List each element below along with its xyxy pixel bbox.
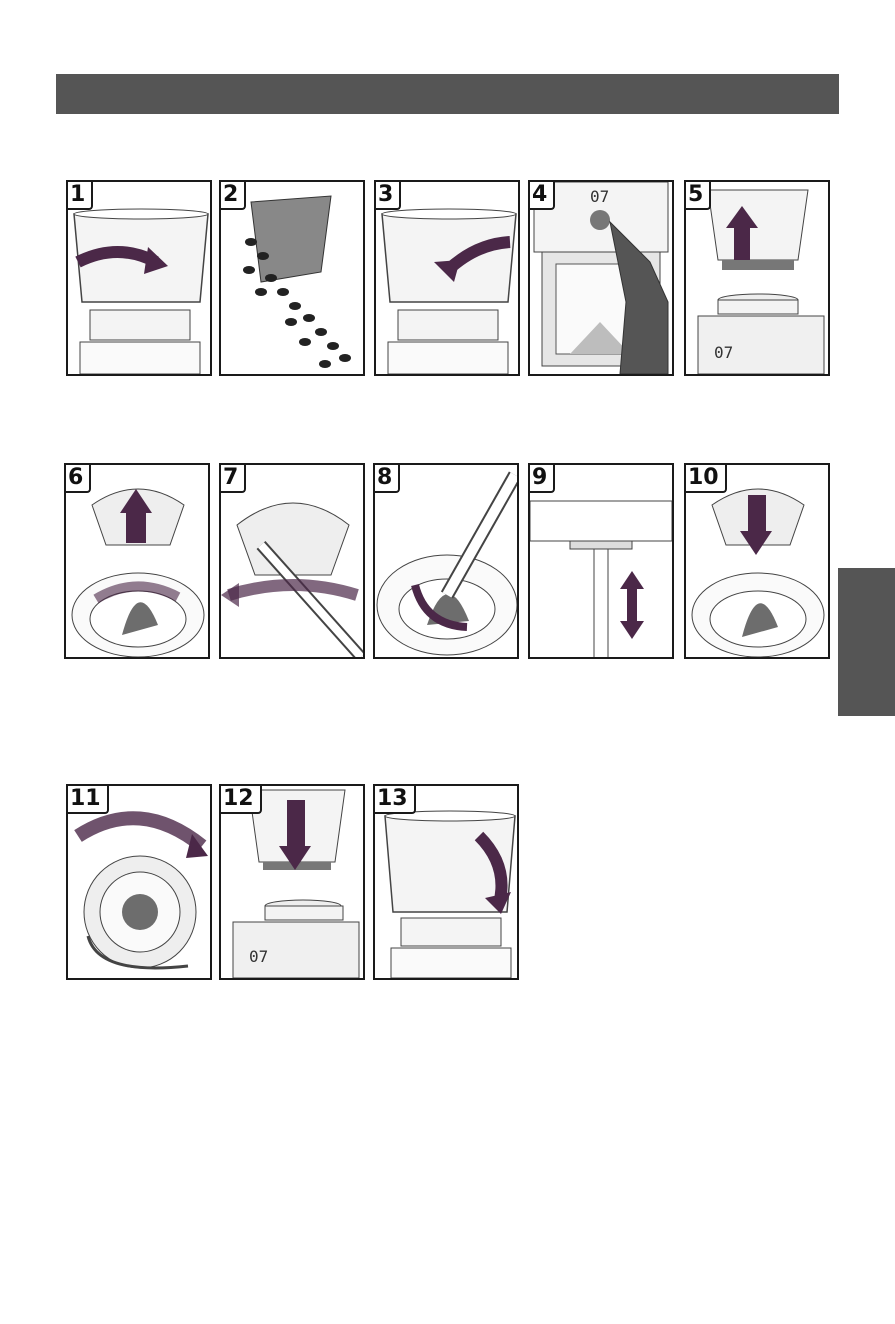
chute-clean-illustration: [530, 465, 672, 657]
step-number: 1: [66, 180, 93, 210]
pour-beans-illustration: [221, 182, 363, 374]
step-1-panel: 1: [66, 180, 212, 376]
svg-text:07: 07: [714, 343, 733, 362]
step-13-panel: 13: [373, 784, 519, 980]
hopper-rotate-unlock-illustration: [68, 182, 210, 374]
step-12-panel: 07 12: [219, 784, 365, 980]
step-4-panel: 07 4: [528, 180, 674, 376]
step-number: 8: [373, 463, 400, 493]
step-3-panel: 3: [374, 180, 520, 376]
step-9-panel: 9: [528, 463, 674, 659]
step-10-panel: 10: [684, 463, 830, 659]
press-button-illustration: 07: [530, 182, 672, 374]
brush-burr-illustration: [375, 465, 517, 657]
lift-burr-ring-illustration: [66, 465, 208, 657]
hopper-rotate-lock-illustration: [376, 182, 518, 374]
step-11-panel: 11: [66, 784, 212, 980]
svg-text:07: 07: [249, 947, 268, 966]
svg-text:07: 07: [590, 187, 609, 206]
step-number: 7: [219, 463, 246, 493]
step-7-panel: 7: [219, 463, 365, 659]
remove-hopper-illustration: 07: [686, 182, 828, 374]
step-8-panel: 8: [373, 463, 519, 659]
brush-burr-ring-illustration: [221, 465, 363, 657]
header-bar: [56, 74, 839, 114]
step-number: 4: [528, 180, 555, 210]
step-5-panel: 07 5: [684, 180, 830, 376]
hopper-rotate-lock-final-illustration: [375, 786, 517, 978]
step-number: 9: [528, 463, 555, 493]
step-number: 13: [373, 784, 416, 814]
step-2-panel: 2: [219, 180, 365, 376]
step-number: 5: [684, 180, 711, 210]
step-number: 2: [219, 180, 246, 210]
step-number: 12: [219, 784, 262, 814]
rotate-burr-ring-illustration: [68, 786, 210, 978]
insert-burr-ring-illustration: [686, 465, 828, 657]
step-number: 3: [374, 180, 401, 210]
step-number: 10: [684, 463, 727, 493]
step-number: 11: [66, 784, 109, 814]
step-6-panel: 6: [64, 463, 210, 659]
side-section-tab: [838, 568, 895, 716]
replace-hopper-illustration: 07: [221, 786, 363, 978]
step-number: 6: [64, 463, 91, 493]
